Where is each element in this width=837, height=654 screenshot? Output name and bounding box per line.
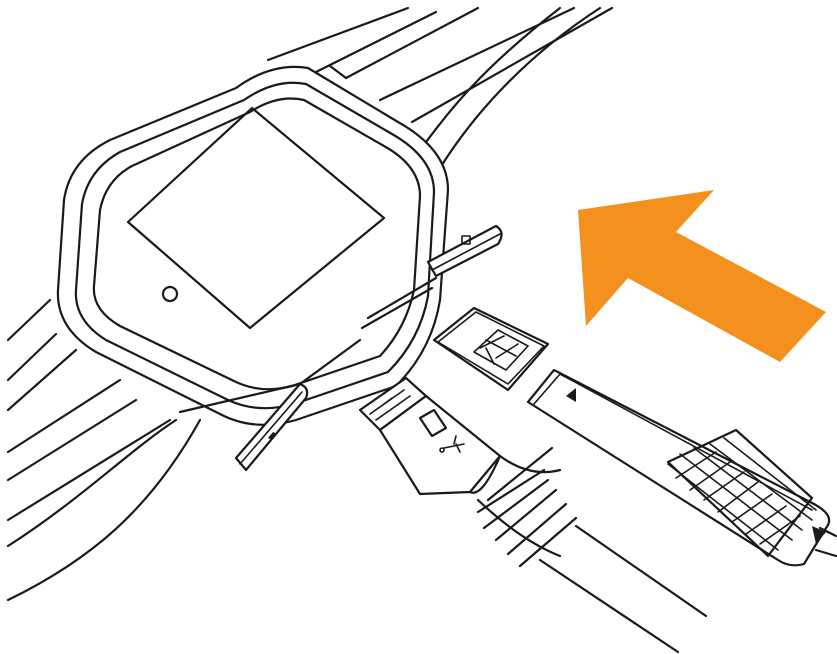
micro-usb-cable [360,378,706,652]
sim-card [434,308,548,390]
usb-cable-wire [540,526,706,652]
watch-body [58,67,448,425]
arrow-icon [578,190,826,362]
sim-tray-tool [528,370,836,565]
